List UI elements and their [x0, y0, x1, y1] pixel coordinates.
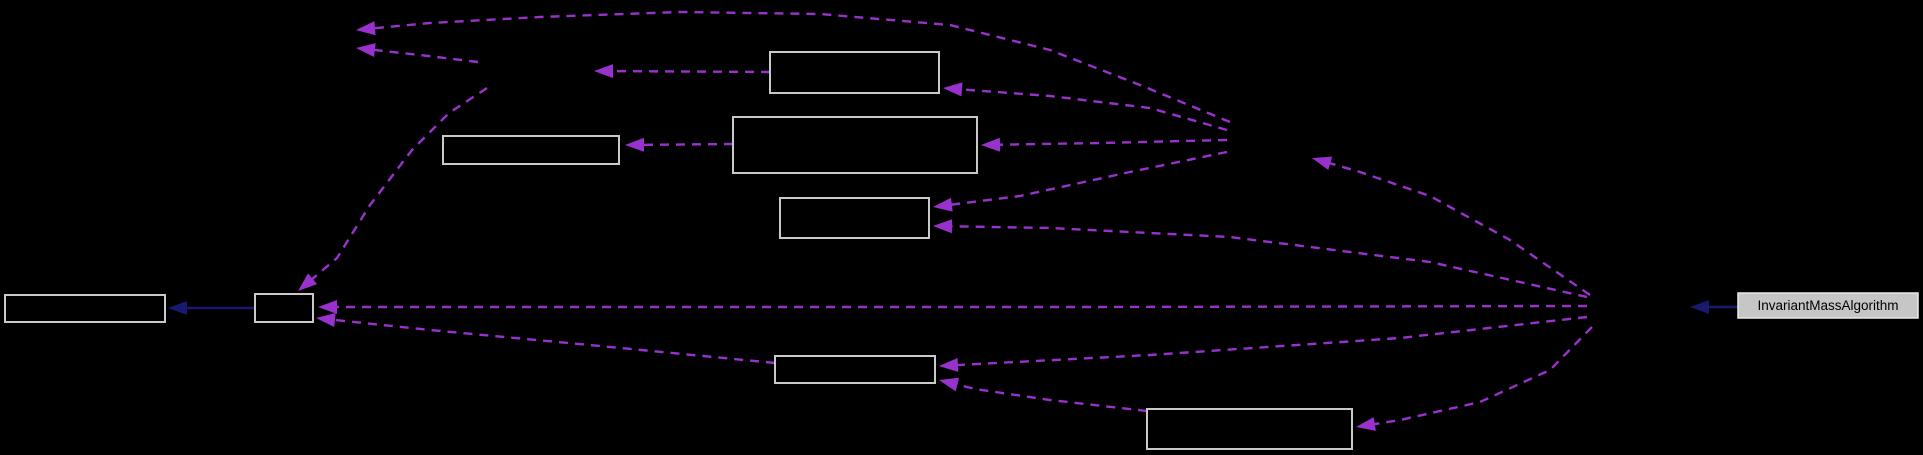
usage-edge-junction-to-top — [958, 87, 1228, 132]
usage-edge-junction-to-mid-arrowhead — [933, 197, 953, 212]
usage-edge-bottom-to-lower-arrowhead — [939, 377, 960, 392]
usage-edge-to-topleft-lower — [371, 48, 479, 64]
usage-edge-curve-to-small-top-arrowhead — [298, 273, 317, 291]
usage-edge-long-horizontal — [334, 304, 1588, 309]
usage-edge-top-to-left-arrowhead — [594, 64, 613, 79]
inheritance-edge-right-arrowhead — [1690, 300, 1709, 314]
usage-edge-right-to-mid — [948, 225, 1588, 299]
node-invariant-mass-algorithm-label: InvariantMassAlgorithm — [1757, 298, 1898, 313]
usage-edge-top-arc-arrowhead — [356, 21, 376, 36]
inheritance-edge-left-arrowhead — [168, 301, 187, 315]
usage-edge-curve-to-small-top — [309, 86, 488, 282]
usage-edge-bottom-to-lower — [954, 382, 1148, 413]
usage-edge-long-horizontal-arrowhead — [318, 300, 337, 314]
usage-edge-junction-to-mid — [948, 150, 1228, 207]
usage-edge-top-arc — [371, 10, 1231, 124]
node-top[interactable] — [769, 51, 940, 94]
usage-edge-right-to-bottom-arrowhead — [1356, 417, 1376, 431]
usage-edge-largemid-to-midleft-arrowhead — [625, 137, 645, 152]
node-bottom[interactable] — [1146, 408, 1353, 450]
usage-edge-top-to-left — [609, 69, 771, 74]
node-left[interactable] — [4, 294, 166, 323]
usage-edge-right-to-lower — [954, 315, 1588, 367]
usage-edge-junction-to-largemid-arrowhead — [981, 137, 1001, 152]
usage-edge-right-to-junction — [1327, 161, 1591, 296]
node-large-mid[interactable] — [732, 116, 978, 174]
usage-edge-to-topleft-lower-arrowhead — [356, 43, 376, 57]
node-mid-left[interactable] — [442, 135, 620, 165]
usage-edge-lower-to-small-arrowhead — [316, 313, 336, 327]
usage-edge-right-to-mid-arrowhead — [933, 219, 953, 234]
usage-edge-right-to-lower-arrowhead — [939, 358, 959, 372]
node-invariant-mass-algorithm[interactable] — [1737, 292, 1919, 319]
usage-edge-junction-to-largemid — [996, 138, 1228, 146]
node-small[interactable] — [254, 293, 314, 323]
node-mid[interactable] — [779, 197, 930, 239]
usage-edge-junction-to-top-arrowhead — [943, 82, 963, 97]
usage-edge-right-to-junction-arrowhead — [1312, 156, 1333, 170]
usage-edge-lower-to-small — [331, 318, 776, 365]
node-lower[interactable] — [774, 355, 936, 384]
usage-edge-right-to-bottom — [1371, 326, 1593, 426]
